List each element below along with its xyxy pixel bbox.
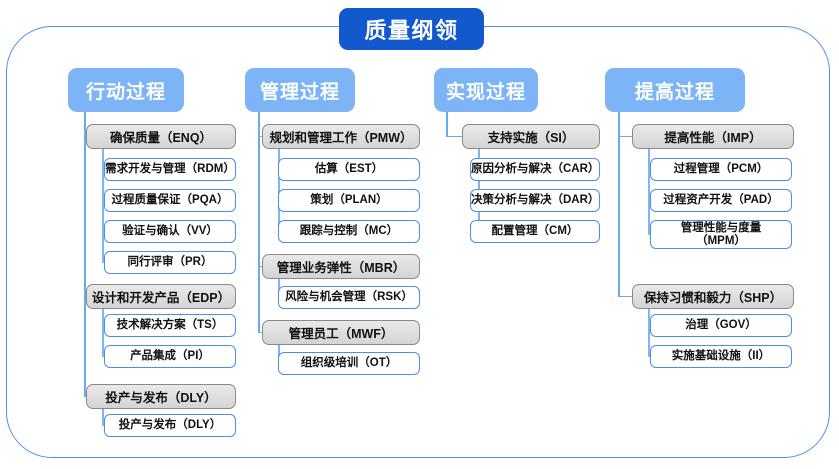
leaf-box-2-1-1[interactable]: 估算（EST）	[278, 158, 420, 181]
leaf-connector-1-1-4	[102, 261, 104, 264]
group-connector-1-1	[84, 135, 86, 138]
leaf-connector-1-2-2	[102, 355, 104, 358]
leaf-box-1-1-1[interactable]: 需求开发与管理（RDM）	[104, 158, 236, 181]
group-subtrunk-4-2	[648, 309, 650, 357]
column-header-1[interactable]: 行动过程	[68, 68, 184, 112]
leaf-connector-4-1-3	[648, 233, 650, 236]
group-connector-4-2	[618, 295, 632, 298]
group-subtrunk-1-2	[102, 309, 104, 357]
leaf-box-1-3-1[interactable]: 投产与发布（DLY）	[104, 414, 236, 437]
leaf-connector-4-2-1	[648, 324, 650, 327]
leaf-box-1-2-1[interactable]: 技术解决方案（TS）	[104, 314, 236, 337]
column-header-4[interactable]: 提高过程	[605, 68, 745, 112]
leaf-box-4-2-2[interactable]: 实施基础设施（II）	[650, 345, 792, 368]
group-subtrunk-1-3	[102, 409, 104, 426]
leaf-box-4-1-1[interactable]: 过程管理（PCM）	[650, 158, 792, 181]
group-box-1-1[interactable]: 确保质量（ENQ）	[86, 124, 236, 149]
group-connector-2-1	[258, 135, 262, 138]
column-trunk-3	[446, 112, 448, 137]
leaf-connector-4-1-1	[648, 168, 650, 171]
leaf-box-2-3-1[interactable]: 组织级培训（OT）	[278, 352, 420, 375]
leaf-connector-1-1-3	[102, 230, 104, 233]
leaf-box-1-1-3[interactable]: 验证与确认（VV）	[104, 220, 236, 243]
group-box-4-1[interactable]: 提高性能（IMP）	[632, 124, 794, 149]
column-trunk-1	[84, 112, 86, 397]
leaf-box-3-1-2[interactable]: 决策分析与解决（DAR）	[470, 189, 600, 212]
leaf-connector-4-1-2	[648, 199, 650, 202]
leaf-box-3-1-3[interactable]: 配置管理（CM）	[470, 220, 600, 243]
leaf-box-4-2-1[interactable]: 治理（GOV）	[650, 314, 792, 337]
leaf-box-2-1-2[interactable]: 策划（PLAN）	[278, 189, 420, 212]
group-connector-1-2	[84, 295, 86, 298]
leaf-connector-1-3-1	[102, 424, 104, 427]
group-box-2-3[interactable]: 管理员工（MWF）	[262, 320, 420, 345]
leaf-box-2-1-3[interactable]: 跟踪与控制（MC）	[278, 220, 420, 243]
leaf-connector-1-1-2	[102, 199, 104, 202]
group-connector-2-2	[258, 265, 262, 268]
group-box-2-1[interactable]: 规划和管理工作（PMW）	[262, 124, 420, 149]
leaf-connector-1-1-1	[102, 168, 104, 171]
leaf-box-1-1-2[interactable]: 过程质量保证（PQA）	[104, 189, 236, 212]
leaf-box-2-2-1[interactable]: 风险与机会管理（RSK）	[278, 286, 420, 309]
column-trunk-4	[618, 112, 620, 297]
column-trunk-2	[258, 112, 260, 333]
group-subtrunk-1-1	[102, 149, 104, 263]
group-box-1-3[interactable]: 投产与发布（DLY）	[86, 384, 236, 409]
leaf-connector-1-2-1	[102, 324, 104, 327]
leaf-box-4-1-2[interactable]: 过程资产开发（PAD）	[650, 189, 792, 212]
column-header-2[interactable]: 管理过程	[245, 68, 355, 112]
group-box-1-2[interactable]: 设计和开发产品（EDP）	[86, 284, 236, 309]
leaf-box-4-1-3[interactable]: 管理性能与度量（MPM）	[650, 220, 792, 249]
group-box-2-2[interactable]: 管理业务弹性（MBR）	[262, 254, 420, 279]
column-header-3[interactable]: 实现过程	[434, 68, 538, 112]
group-subtrunk-4-1	[648, 149, 650, 235]
leaf-connector-4-2-2	[648, 355, 650, 358]
leaf-box-3-1-1[interactable]: 原因分析与解决（CAR）	[470, 158, 600, 181]
group-box-3-1[interactable]: 支持实施（SI）	[462, 124, 600, 149]
leaf-box-1-1-4[interactable]: 同行评审（PR）	[104, 251, 236, 274]
group-connector-3-1	[446, 135, 462, 138]
group-connector-2-3	[258, 331, 262, 334]
group-connector-1-3	[84, 395, 86, 398]
leaf-box-1-2-2[interactable]: 产品集成（PI）	[104, 345, 236, 368]
group-connector-4-1	[618, 135, 632, 138]
group-box-4-2[interactable]: 保持习惯和毅力（SHP）	[632, 284, 794, 309]
root-title-box[interactable]: 质量纲领	[339, 8, 484, 50]
